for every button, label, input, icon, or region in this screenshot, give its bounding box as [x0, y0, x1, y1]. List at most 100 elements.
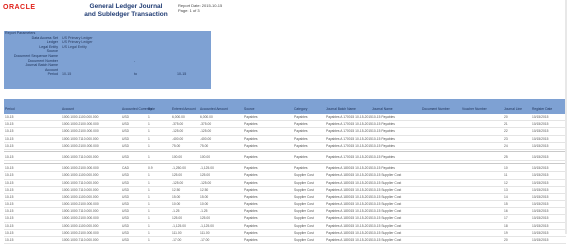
table-cell: 10-15: [5, 194, 14, 199]
table-cell: 23: [504, 136, 508, 141]
table-cell: -1,250.00: [172, 166, 186, 171]
table-cell: -375.00: [200, 122, 212, 127]
table-cell: 10-15: [5, 143, 14, 148]
table-cell: 15: [504, 202, 508, 207]
oracle-logo: ORACLE: [3, 4, 36, 11]
table-cell: 10-15 Supplier Cost: [372, 173, 402, 178]
table-cell: 10/15/2015: [532, 202, 549, 207]
parameter-label: Document Sequence Name: [13, 53, 58, 58]
table-cell: 10/15/2015: [532, 194, 549, 199]
table-cell: -1.25: [200, 209, 208, 214]
table-cell: 10/15/2015: [532, 136, 549, 141]
table-cell: -125.00: [172, 180, 184, 185]
table-cell: -1.25: [172, 209, 180, 214]
table-cell: -125.00: [200, 129, 212, 134]
table-cell: Payables: [244, 223, 258, 228]
table-cell: Supplier Cost: [294, 187, 314, 192]
table-cell: 10-15 Payables: [372, 154, 395, 159]
table-cell: 10-15 Payables: [372, 129, 395, 134]
column-header: Register Date: [532, 107, 553, 112]
table-cell: Payables: [244, 238, 258, 242]
group-separator: [4, 151, 566, 153]
table-cell: USD: [122, 194, 129, 199]
parameter-row: Account: [4, 68, 211, 73]
table-cell: -400.00: [200, 136, 212, 141]
table-cell: 1: [148, 238, 150, 242]
table-cell: Payables: [244, 230, 258, 235]
table-cell: 10-15 Supplier Cost: [372, 216, 402, 221]
table-cell: Supplier Cost: [294, 223, 314, 228]
table-cell: Payables A 180015 10-15-2015: [326, 194, 373, 199]
table-cell: 10-15: [5, 230, 14, 235]
table-cell: 1000.1000.1100.000.000: [62, 115, 99, 119]
table-cell: 1: [148, 129, 150, 134]
table-cell: 24: [504, 143, 508, 148]
table-cell: USD: [122, 115, 129, 119]
table-cell: 10-15 Payables: [372, 143, 395, 148]
table-cell: 125.00: [200, 173, 211, 178]
parameter-row: Document Sequence Name: [4, 54, 211, 59]
table-cell: 18: [504, 223, 508, 228]
parameter-value-2: -: [134, 58, 136, 63]
table-cell: 1000.1000.1100.000.000: [62, 223, 99, 228]
table-cell: 17: [504, 216, 508, 221]
table-cell: 10-15 Supplier Cost: [372, 223, 402, 228]
table-cell: -17.00: [172, 238, 182, 242]
parameters-header: Report Parameters: [5, 31, 36, 35]
report-meta: Report Date: 2015-10-15 Page: 1 of 3: [178, 3, 222, 13]
table-cell: Payables: [294, 136, 308, 141]
table-cell: 1: [148, 209, 150, 214]
table-cell: Payables: [244, 194, 258, 199]
table-cell: 10-15: [5, 122, 14, 127]
table-cell: USD: [122, 187, 129, 192]
table-cell: Payables: [294, 154, 308, 159]
table-cell: 10/15/2015: [532, 122, 549, 127]
table-cell: 125.00: [200, 216, 211, 221]
table-cell: 1000.1000.2100.000.000: [62, 230, 99, 235]
table-cell: 100.00: [172, 154, 183, 159]
table-cell: 125.00: [172, 173, 183, 178]
table-cell: Payables: [244, 202, 258, 207]
parameter-value: US Primary Ledger: [62, 40, 93, 45]
table-cell: 1000.1000.2100.000.000: [62, 202, 99, 207]
table-cell: 20: [504, 115, 508, 119]
table-cell: 10-15: [5, 129, 14, 134]
table-cell: -1,125.00: [172, 223, 186, 228]
table-cell: Payables: [244, 136, 258, 141]
table-cell: 1: [148, 223, 150, 228]
table-cell: Payables: [244, 209, 258, 214]
table-cell: -375.00: [172, 122, 184, 127]
table-cell: 14: [504, 194, 508, 199]
table-cell: 1000.1000.2100.000.000: [62, 129, 99, 134]
parameter-row: Journal Batch Name: [4, 63, 211, 68]
table-cell: 10-15 Supplier Cost: [372, 209, 402, 214]
table-cell: 10.00: [200, 202, 209, 207]
table-cell: 10-15: [5, 187, 14, 192]
table-cell: 10-15 Payables: [372, 122, 395, 127]
table-cell: Payables: [244, 173, 258, 178]
table-cell: 10.00: [172, 202, 181, 207]
table-cell: Payables: [244, 166, 258, 171]
column-header: Period: [5, 107, 15, 112]
table-cell: 1: [148, 122, 150, 127]
table-cell: 10/15/2015: [532, 166, 549, 171]
table-cell: Payables A 170015 10-15-2015: [326, 115, 373, 119]
table-cell: 10-15: [5, 202, 14, 207]
table-cell: Payables: [244, 154, 258, 159]
table-cell: 11: [504, 173, 508, 178]
table-cell: USD: [122, 129, 129, 134]
table-cell: 10/15/2015: [532, 180, 549, 185]
table-cell: Supplier Cost: [294, 209, 314, 214]
table-cell: -125.00: [172, 129, 184, 134]
report-title-line1: General Ledger Journal: [89, 3, 163, 10]
table-cell: 10-15 Supplier Cost: [372, 202, 402, 207]
table-cell: 10-15 Supplier Cost: [372, 194, 402, 199]
